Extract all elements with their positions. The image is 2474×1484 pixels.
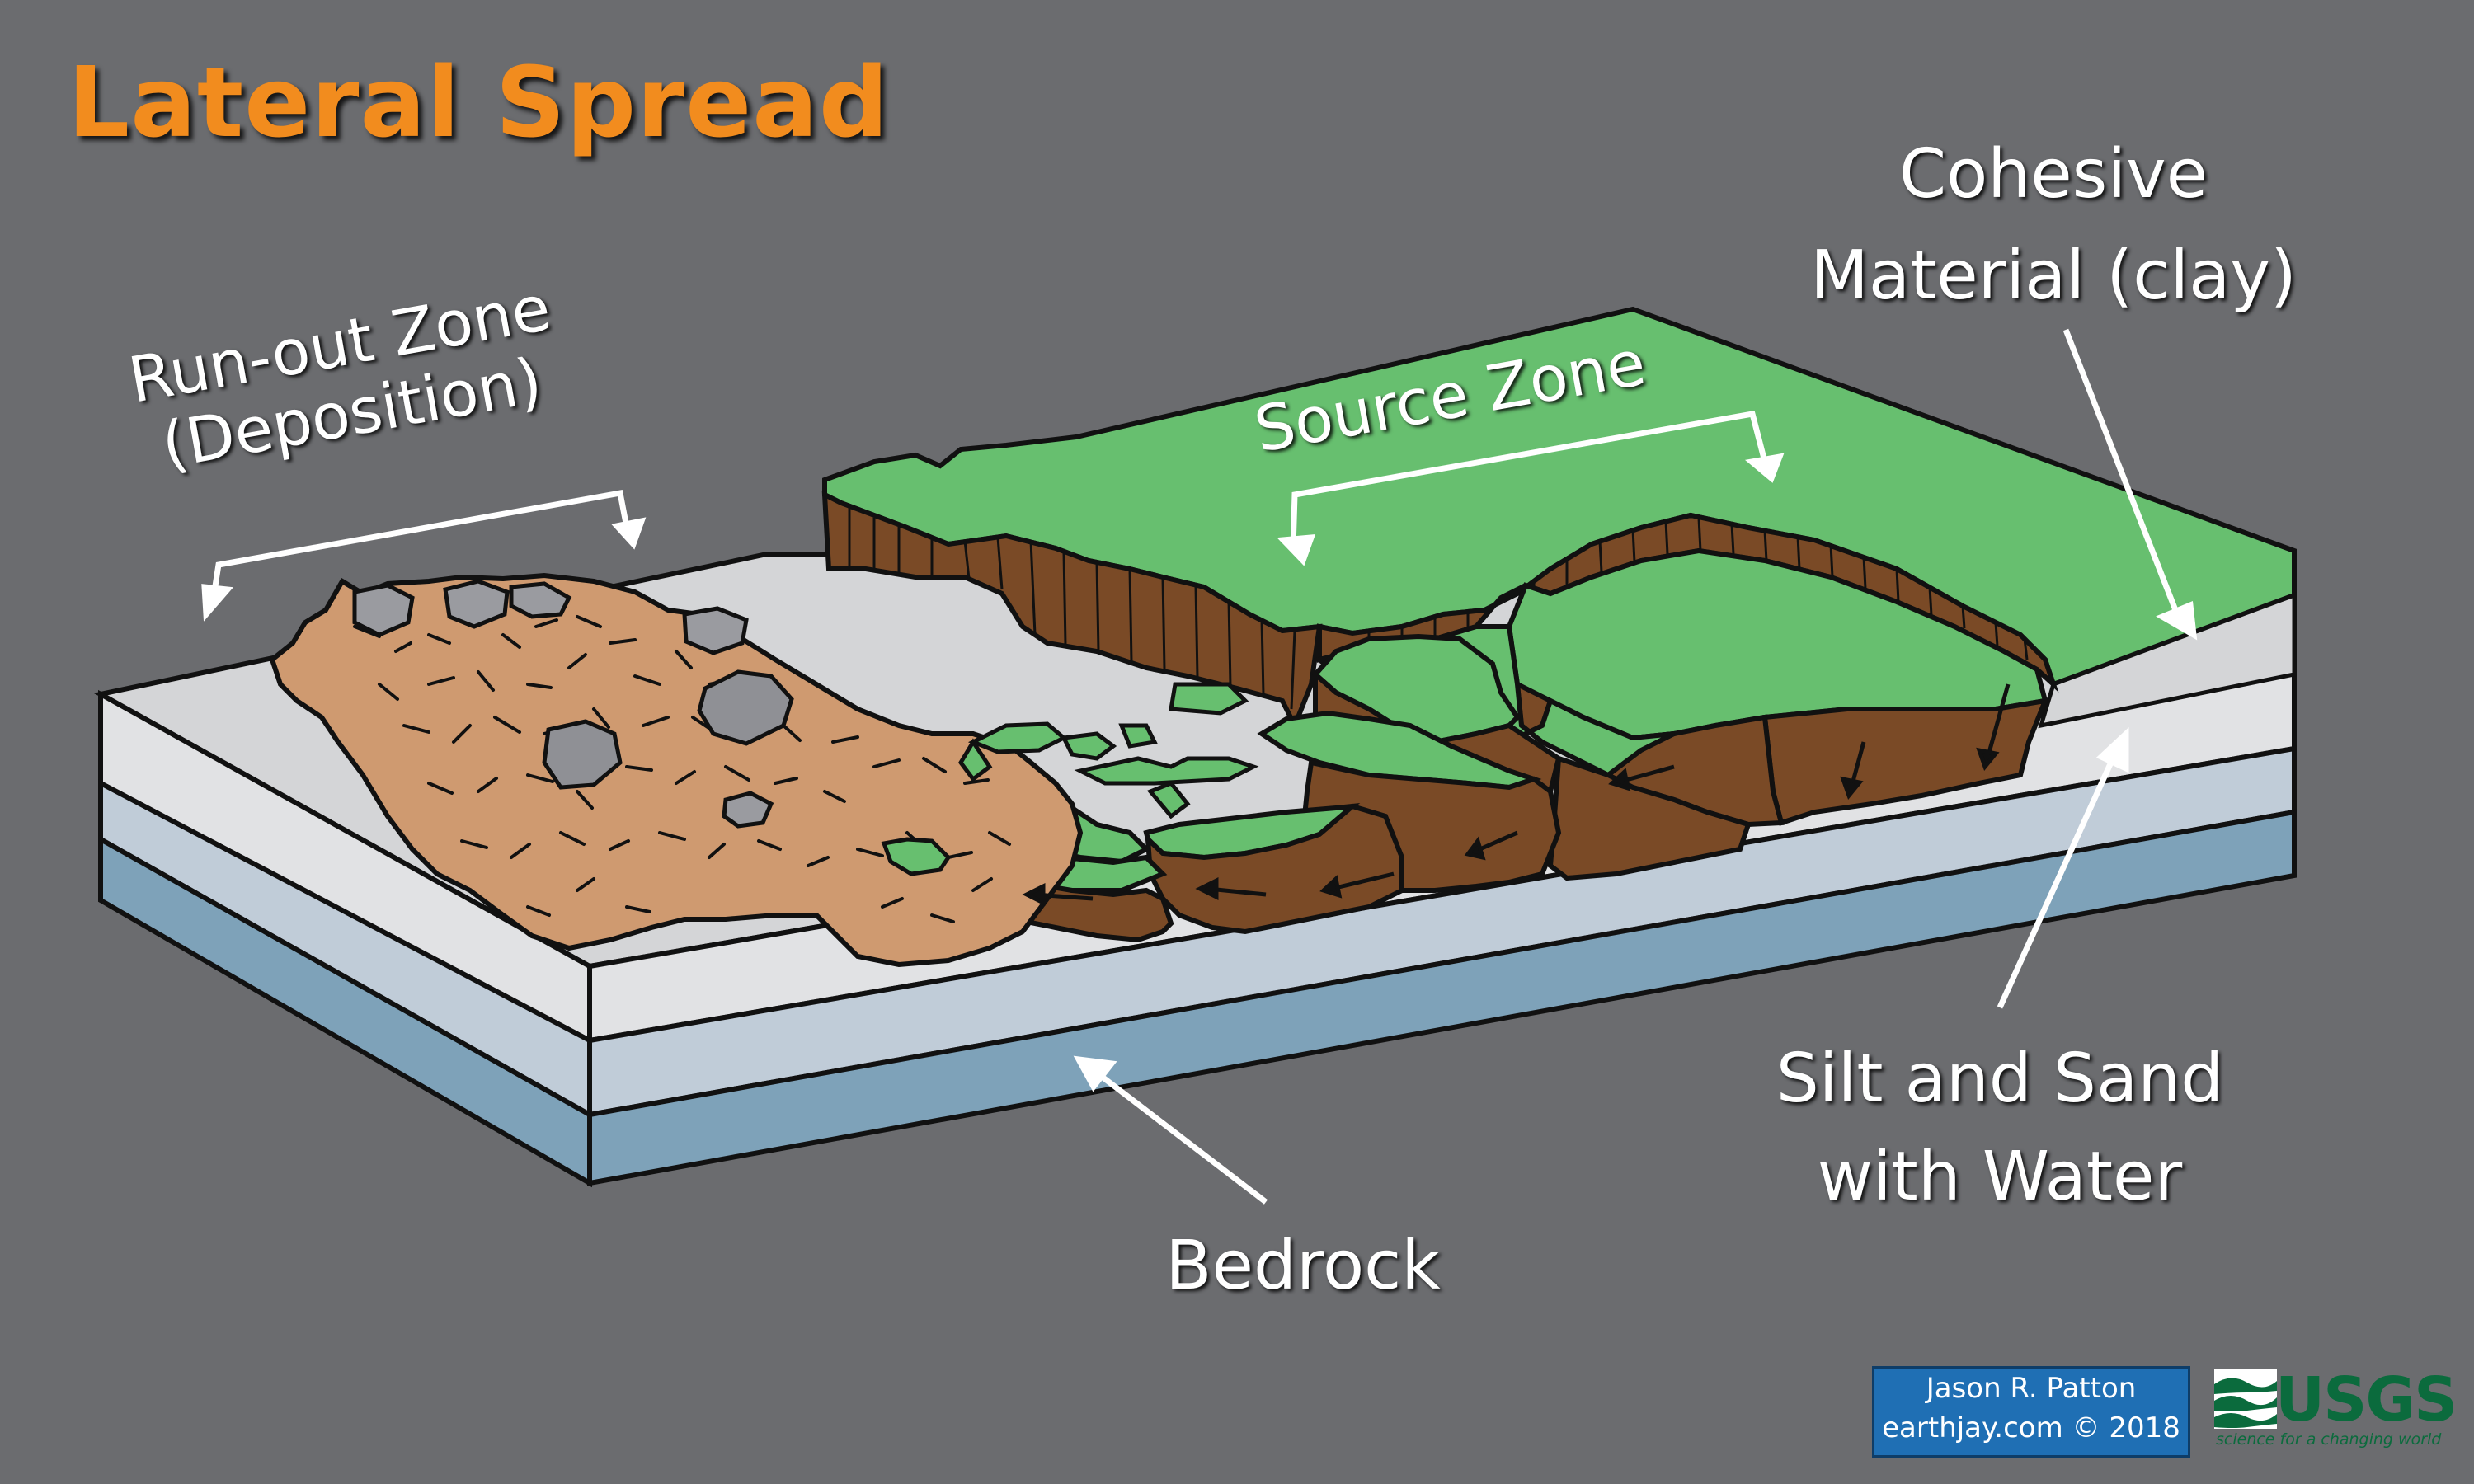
- boulders: [352, 579, 794, 829]
- bedrock-label: Bedrock: [1165, 1227, 1441, 1305]
- silt-line1: Silt and Sand: [1776, 1040, 2224, 1118]
- runout-deposit: [269, 572, 1084, 968]
- author-name: Jason R. Patton: [1926, 1372, 2137, 1405]
- clay-fragments: [957, 682, 1259, 819]
- usgs-wave-icon: [2214, 1369, 2277, 1429]
- silt-line2: with Water: [1817, 1137, 2183, 1216]
- block-d-face: [1547, 754, 1752, 881]
- runout-bracket: [201, 489, 647, 622]
- bedrock-arrow: [1073, 1055, 1268, 1205]
- usgs-logo: USGS science for a changing world: [2214, 1364, 2458, 1455]
- bedrock-layer-side: [587, 809, 2297, 1186]
- cohesive-material-label: Cohesive Material (clay): [1790, 124, 2317, 326]
- main-scarp: [821, 491, 1323, 732]
- silt-sand-label: Silt and Sand with Water: [1748, 1031, 2251, 1227]
- usgs-tagline: science for a changing world: [2216, 1430, 2442, 1449]
- usgs-wordmark: USGS: [2275, 1364, 2458, 1435]
- plateau-side-face: [2038, 592, 2297, 729]
- author-site: earthjay.com © 2018: [1882, 1411, 2180, 1444]
- diagram-title: Lateral Spread: [68, 45, 890, 159]
- source-bracket: [1277, 410, 1785, 566]
- block-f-face: [1145, 803, 1404, 935]
- silt-arrow: [1997, 726, 2129, 1009]
- movement-arrows: [1022, 683, 2011, 907]
- cohesive-line1: Cohesive: [1898, 135, 2208, 214]
- cohesive-arrow: [2062, 328, 2198, 641]
- front-slab-1-top: [881, 837, 952, 876]
- author-credit: Jason R. Patton earthjay.com © 2018: [1872, 1366, 2190, 1458]
- block-a-face: [1761, 697, 2049, 826]
- cohesive-line2: Material (clay): [1810, 237, 2297, 315]
